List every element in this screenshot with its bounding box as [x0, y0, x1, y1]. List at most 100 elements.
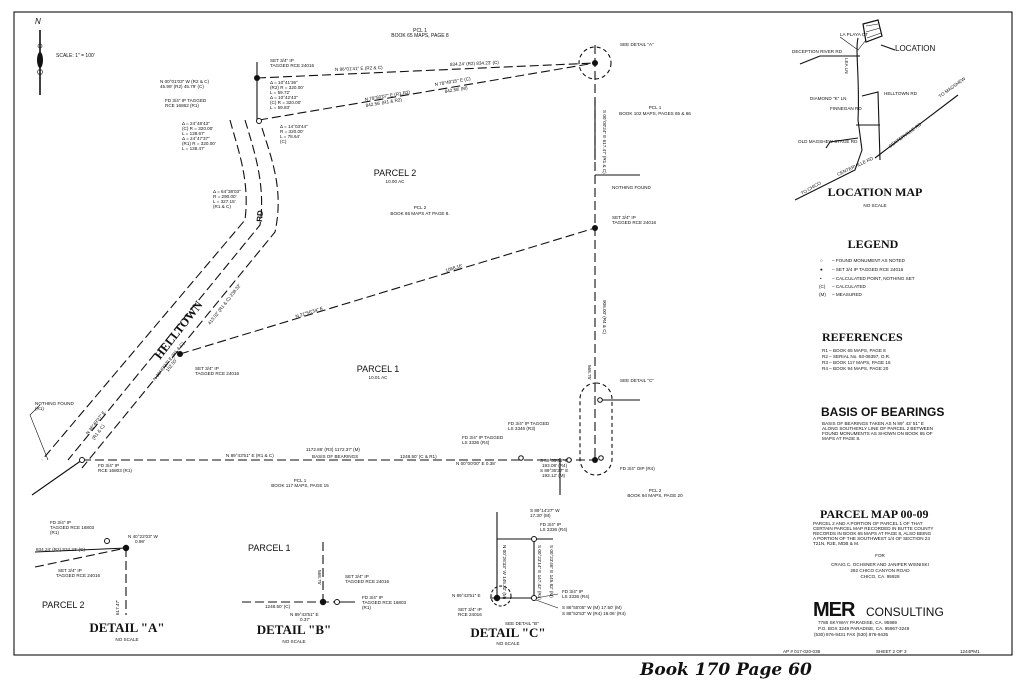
ap-number: AP # 017-020-038	[783, 649, 821, 654]
fd-ls3346-ref: LS 3346 (R3)	[508, 426, 536, 431]
found-monument-marker	[79, 457, 85, 463]
set-ip-marker	[177, 351, 183, 357]
legend-item: – SET 3/4 IP TAGGED RCE 24016	[832, 267, 904, 272]
detail-b-set-label: SET 3/4" IP	[345, 574, 369, 579]
detail-c-vertical-2: S 00°23'14" E 147.42' (R4)	[537, 545, 542, 600]
parcel2-label: PARCEL 2	[374, 168, 417, 178]
basis-text: ALONG SOUTHERLY LINE OF PARCEL 2 BETWEEN	[822, 426, 933, 431]
road-label: OLD MAGSHEW STAGE RD	[798, 139, 858, 144]
detail-b-fd-ref: (R1)	[362, 605, 371, 610]
sheet-border	[13, 11, 1013, 656]
curve-data-left: Δ = 24°48'43" (C) R = 320.00' L = 138.67…	[182, 121, 216, 151]
pcl1-east-ref: BOOK 102 MAPS, PAGES 65 & 66	[619, 111, 691, 116]
division-line-bearing: N 21°56'34" E	[295, 306, 324, 319]
pcl1-top-ref: BOOK 65 MAPS, PAGE 8	[391, 33, 449, 39]
see-detail-a-label: SEE DETAIL "A"	[620, 42, 654, 47]
detail-c-fd-bot-label: FD 3/4" IP	[562, 589, 583, 594]
location-map: LOCATION LA PLAYA CT DECEPTION RIVER RD …	[792, 19, 967, 201]
firm-po-box: P.O. BOX 3249 PARADISE, CA. 95967-3249	[818, 626, 910, 631]
road-label: CENTERVILLE RD	[888, 121, 923, 149]
reference-item: R2 – SERIAL No. 93-06397, O.R.	[822, 354, 890, 359]
legend-symbol: (M)	[819, 292, 826, 297]
fd-oip-label: FD 3/4" OIP (R4)	[620, 466, 655, 471]
detail-c-fd-bot-ref: LS 3336 (R4)	[562, 594, 590, 599]
line-bearing: N 78°49'15" E (C)	[434, 76, 471, 87]
title-description: PARCEL 2 AND A PORTION OF PARCEL 1 OF TH…	[813, 521, 923, 526]
firm-address: 7786 SKYWAY PARADISE, CA. 95969	[818, 620, 897, 625]
legend-item: – MEASURED	[832, 292, 863, 297]
road-label: LA PLAYA CT	[840, 32, 868, 37]
basis-of-bearings-label: BASIS OF BEARINGS	[312, 454, 358, 459]
fd-sw-ref: RCE 16803 (R1)	[98, 468, 132, 473]
south-line-distance: 1172.86' (R3) 1172.37' (M)	[306, 447, 360, 452]
detail-c-set-tag: RCE 24016	[458, 612, 482, 617]
legend-item: – CALCULATED	[832, 284, 867, 289]
nothing-found-label: NOTHING FOUND	[612, 185, 651, 190]
detail-a-fd-label: FD 3/4" IP	[50, 520, 71, 525]
se-distance: 193.08' (R4)	[542, 463, 568, 468]
pcl1-south-ref: BOOK 117 MAPS, PAGE 15	[271, 483, 329, 488]
basis-text: BASIS OF BEARINGS TAKEN AS N 89° 43' 51"…	[822, 421, 924, 426]
detail-a-set-label: SET 3/4" IP	[58, 568, 82, 573]
pcl1-east-label: PCL 1	[649, 105, 662, 110]
detail-b-scale: NO SCALE	[282, 639, 305, 644]
parcel1-area: 10.01 AC	[369, 375, 389, 380]
found-monument-marker	[566, 457, 572, 463]
line-distance: 842.58' (M)	[444, 85, 468, 94]
detail-a-bearing: N 40°22'03" W	[128, 534, 159, 539]
for-label: FOR	[875, 553, 885, 558]
road-segment-label: 413.02' (R1 & C) 238.32'	[207, 283, 242, 326]
curve-value: L = 59.72'	[270, 90, 290, 95]
division-line-distance: 1068.16'	[445, 263, 463, 273]
line-distance: 842.56' (R1 & R2)	[365, 97, 402, 108]
helltown-road	[31, 119, 279, 496]
detail-b-title: DETAIL "B"	[257, 622, 332, 637]
set-ip-nw-label: SET 3/4" IP	[270, 58, 294, 63]
handwritten-book-page: Book 170 Page 60	[639, 660, 812, 680]
bearing-label: N 00°01'03" W (R2 & C)	[160, 79, 209, 84]
title-description: CERTAIN PARCEL MAP RECORDED IN BUTTE COU…	[813, 526, 933, 531]
detail-c-scale: NO SCALE	[496, 641, 519, 646]
offset-label: N 00°00'00" E 0.38'	[456, 461, 496, 466]
curve-value: Δ = 24°47'37"	[182, 136, 210, 141]
detail-c-vertical-1: N 00°26'33" W 145.32' (M)	[502, 545, 507, 600]
set-ip-east-tag: TAGGED RCE 24016	[612, 220, 657, 225]
se-distance: 193.12' (M)	[542, 473, 566, 478]
parcel2-area: 10.00 AC	[386, 179, 406, 184]
location-map-title: LOCATION MAP	[828, 185, 923, 199]
north-arrow-icon	[37, 30, 43, 95]
curve-data-right: Δ = 14°03'44" R = 320.00' L = 78.64' (C)	[280, 124, 308, 144]
sheet-number: SHEET 2 OF 3	[876, 649, 907, 654]
set-ip-marker	[592, 225, 598, 231]
curve-data-main: Δ = 64°38'03" R = 290.00' L = 327.15' (R…	[213, 189, 241, 209]
set-ip-nw-tag: TAGGED RCE 24016	[270, 63, 315, 68]
detail-c-fd-top-label: FD 3/4" IP	[540, 522, 561, 527]
pcl2-label: PCL 2	[414, 205, 427, 210]
curve-value: L = 138.67'	[182, 131, 205, 136]
detail-a-scale: NO SCALE	[115, 637, 138, 642]
detail-a-set-tag: TAGGED RCE 24016	[56, 573, 101, 578]
detail-c-top-distance: 17.30' (M)	[530, 513, 551, 518]
found-monument-marker	[598, 455, 604, 461]
detail-c-bottom-bearing: S 86°55'05" W (M) 17.50' (M)	[562, 605, 622, 610]
detail-c-see-b: SEE DETAIL "B"	[505, 621, 539, 626]
detail-b-parcel: PARCEL 1	[248, 543, 291, 553]
calculated-point-icon: •	[820, 276, 822, 281]
curve-value: (R1) R = 320.00'	[182, 141, 216, 146]
nothing-found-r1-label: NOTHING FOUND	[35, 401, 74, 406]
monuments	[79, 60, 604, 463]
detail-b: PARCEL 1 568.75' SET 3/4" IP TAGGED RCE …	[242, 542, 407, 644]
file-code: 1244PM1	[960, 649, 980, 654]
firm-name: CONSULTING	[866, 605, 944, 619]
set-ip-road-label: SET 3/4" IP	[195, 366, 219, 371]
detail-c-fd-top-ref: LS 3336 (R4)	[540, 527, 568, 532]
pcl2-ref: BOOK 65 MAPS AT PAGE 8.	[390, 211, 449, 216]
owner-address: 292 CHICO CANYON ROAD	[850, 568, 910, 573]
reference-item: R3 – BOOK 117 MAPS, PAGE 16	[822, 360, 891, 365]
curve-value: (C) R = 320.00'	[182, 126, 213, 131]
nothing-found-r1-ref: (R1)	[35, 406, 44, 411]
curve-value: R = 320.00'	[280, 129, 304, 134]
detail-b-bearing: N 89°43'51" E	[290, 612, 319, 617]
see-detail-c-label: SEE DETAIL "C"	[620, 378, 654, 383]
south-line-bearing: N 89°43'51" E (R1 & C)	[226, 453, 274, 458]
